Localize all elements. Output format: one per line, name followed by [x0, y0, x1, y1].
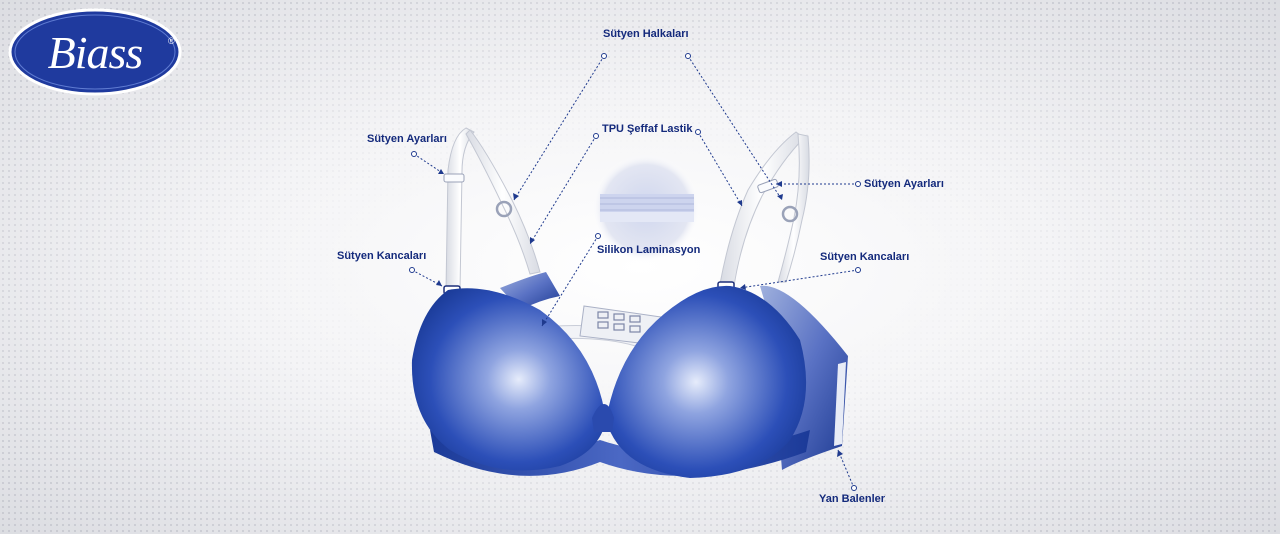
logo-wordmark: Biass — [47, 26, 144, 78]
right-cup — [606, 285, 807, 478]
label-hooks-right: Sütyen Kancaları — [820, 251, 910, 263]
leader-silicone — [541, 235, 599, 327]
left-ring — [495, 200, 513, 218]
brand-logo: Biass ® — [8, 8, 182, 96]
tpu-elastic-sample — [600, 194, 694, 222]
label-rings: Sütyen Halkaları — [603, 28, 689, 40]
right-ring — [781, 205, 799, 223]
leader-rings-left — [513, 55, 605, 201]
label-silicone: Silikon Laminasyon — [597, 244, 701, 256]
leader-rings-right — [687, 55, 783, 201]
registered-mark: ® — [168, 36, 175, 46]
leader-adjusters-left — [413, 153, 445, 175]
side-bone-strip — [834, 362, 846, 446]
left-cup — [411, 288, 606, 471]
label-side-bones: Yan Balenler — [819, 493, 886, 505]
right-back-strap — [777, 133, 810, 283]
label-adjusters-right: Sütyen Ayarları — [864, 178, 944, 190]
leader-endpoints — [409, 53, 861, 491]
leader-tpu-right — [697, 131, 743, 207]
left-adjuster-slide — [443, 173, 465, 183]
right-adjuster-slide — [757, 178, 779, 194]
leader-arrowheads — [436, 169, 843, 457]
leader-side-bones — [837, 449, 855, 489]
center-gore — [592, 404, 614, 432]
logo-oval — [8, 8, 182, 96]
leader-tpu-left — [529, 135, 597, 245]
leader-hooks-right — [739, 269, 859, 289]
closure-hooks — [597, 311, 641, 333]
label-tpu-elastic: TPU Şeffaf Lastik — [602, 123, 693, 135]
label-adjusters-left: Sütyen Ayarları — [367, 133, 447, 145]
left-strap — [445, 127, 475, 291]
label-hooks-left: Sütyen Kancaları — [337, 250, 427, 262]
leader-lines — [411, 55, 859, 489]
